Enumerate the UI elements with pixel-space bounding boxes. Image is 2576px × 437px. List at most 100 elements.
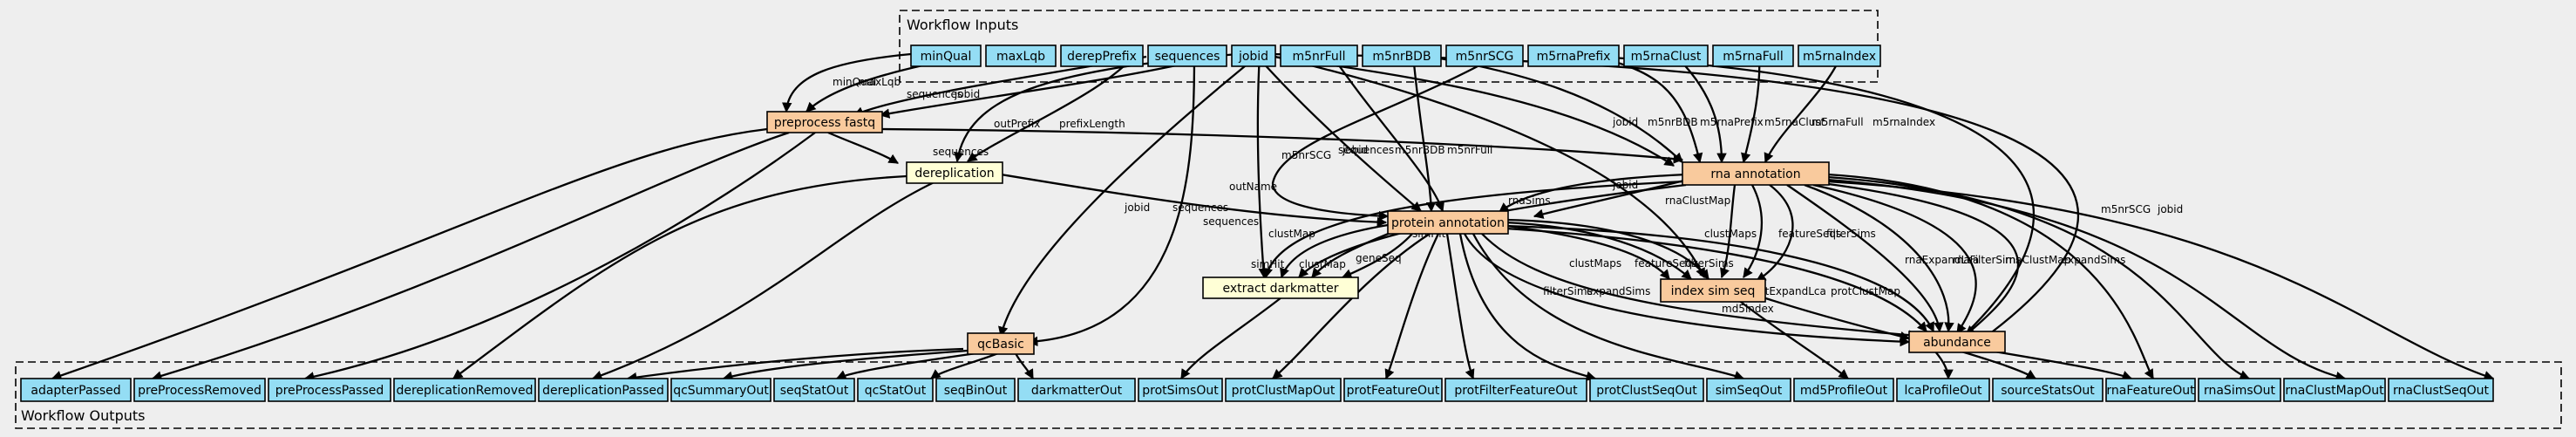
output-node-protclustseqout[interactable]: protClustSeqOut: [1589, 378, 1704, 402]
step-node-box: [1682, 161, 1830, 186]
step-node-index-sim-seq[interactable]: index sim seq: [1660, 278, 1766, 303]
step-node-extract-darkmatter[interactable]: extract darkmatter: [1202, 277, 1359, 299]
output-node-box: [2198, 378, 2281, 402]
edge-qc-qcstat: [930, 352, 999, 379]
output-node-adapterpassed[interactable]: adapterPassed: [20, 378, 132, 402]
output-node-label: preProcessPassed: [275, 384, 384, 398]
output-node-rnaclustmapout[interactable]: rnaClustMapOut: [2283, 378, 2386, 402]
edge-rna-index-filt: [1756, 184, 1794, 282]
step-node-protein-annotation[interactable]: protein annotation: [1387, 210, 1509, 235]
output-node-label: protFilterFeatureOut: [1454, 384, 1578, 398]
edge-sequences-qc: [1027, 56, 1196, 347]
output-node-simseqout[interactable]: simSeqOut: [1706, 378, 1791, 402]
edge-abund-source: [1978, 347, 2133, 380]
output-node-label: seqStatOut: [780, 384, 849, 398]
output-node-label: md5ProfileOut: [1800, 384, 1888, 398]
input-node-box: [910, 44, 982, 67]
edge-jobid-prot: [1254, 53, 1422, 212]
output-node-preprocessremoved[interactable]: preProcessRemoved: [133, 378, 266, 402]
output-node-label: rnaClustSeqOut: [2393, 384, 2490, 398]
edge-label-jobid: jobid: [1124, 201, 1150, 214]
edge-prot-clustseqout: [1472, 233, 1745, 381]
output-node-protfilterfeatureout[interactable]: protFilterFeatureOut: [1444, 378, 1587, 402]
edge-rna-prot-sims: [1499, 173, 1688, 213]
output-node-preprocesspassed[interactable]: preProcessPassed: [268, 378, 391, 402]
output-node-seqbinout[interactable]: seqBinOut: [935, 378, 1016, 402]
edge-label-expandsims: expandSims: [1587, 285, 1650, 297]
input-node-box: [1623, 44, 1709, 67]
step-node-box: [906, 161, 1003, 184]
step-node-label: extract darkmatter: [1222, 282, 1338, 296]
step-node-box: [1660, 278, 1766, 303]
edge-label-sequences: sequences: [907, 88, 962, 100]
output-node-protsimsout[interactable]: protSimsOut: [1138, 378, 1223, 402]
edge-abund-md5: [1934, 351, 1954, 380]
output-node-label: protSimsOut: [1142, 384, 1219, 398]
step-node-box: [1908, 331, 2006, 353]
input-node-label: jobid: [1238, 50, 1268, 64]
output-node-seqstatout[interactable]: seqStatOut: [773, 378, 855, 402]
output-node-sourcestatsout[interactable]: sourceStatsOut: [1992, 378, 2104, 402]
input-node-m5rnaclust[interactable]: m5rnaClust: [1623, 44, 1709, 67]
input-node-m5rnaprefix[interactable]: m5rnaPrefix: [1527, 44, 1620, 67]
output-node-rnaclustseqout[interactable]: rnaClustSeqOut: [2388, 378, 2494, 402]
input-node-label: m5rnaPrefix: [1537, 50, 1611, 64]
edge-qc-summary: [722, 349, 969, 381]
input-node-box: [1060, 44, 1144, 67]
input-node-box: [1445, 44, 1524, 67]
edge-label-m5rnaclust: m5rnaClust: [1764, 116, 1825, 128]
edge-m5nrfull-prot: [1330, 53, 1444, 213]
output-node-dereplicationpassed[interactable]: dereplicationPassed: [538, 378, 669, 402]
step-node-rna-annotation[interactable]: rna annotation: [1682, 161, 1830, 186]
output-node-dereplicationremoved[interactable]: dereplicationRemoved: [393, 378, 536, 402]
input-node-box: [1798, 44, 1881, 67]
input-node-derepprefix[interactable]: derepPrefix: [1060, 44, 1144, 67]
output-node-qcsummaryout[interactable]: qcSummaryOut: [670, 378, 771, 402]
output-node-qcstatout[interactable]: qcStatOut: [857, 378, 934, 402]
input-node-label: m5rnaIndex: [1803, 50, 1876, 64]
input-node-jobid[interactable]: jobid: [1231, 44, 1276, 67]
step-node-label: dereplication: [914, 167, 994, 181]
input-node-minqual[interactable]: minQual: [910, 44, 982, 67]
input-node-box: [1712, 44, 1794, 67]
step-node-preprocess-fastq[interactable]: preprocess fastq: [766, 111, 883, 133]
output-node-box: [935, 378, 1016, 402]
edge-prot-dark-hit: [1280, 223, 1389, 279]
output-node-label: rnaFeatureOut: [2106, 384, 2195, 398]
edge-minqual: [781, 52, 912, 113]
input-node-m5nrfull[interactable]: m5nrFull: [1280, 44, 1358, 67]
output-node-protfeatureout[interactable]: protFeatureOut: [1343, 378, 1443, 402]
input-node-box: [985, 44, 1057, 67]
step-node-qcbasic[interactable]: qcBasic: [967, 332, 1035, 355]
edge-rna-clustmapout: [1826, 178, 2347, 382]
output-node-darkmatterout[interactable]: darkmatterOut: [1017, 378, 1136, 402]
input-node-m5rnafull[interactable]: m5rnaFull: [1712, 44, 1794, 67]
edge-prot-abund-lca: [1505, 227, 1927, 332]
edge-prot-featureout: [1445, 233, 1475, 380]
output-node-rnasimsout[interactable]: rnaSimsOut: [2198, 378, 2281, 402]
output-node-protclustmapout[interactable]: protClustMapOut: [1225, 378, 1342, 402]
input-node-m5nrbdb[interactable]: m5nrBDB: [1362, 44, 1442, 67]
edge-derep-passed: [591, 177, 942, 380]
input-node-box: [1527, 44, 1620, 67]
input-node-sequences[interactable]: sequences: [1147, 44, 1227, 67]
input-node-m5rnaindex[interactable]: m5rnaIndex: [1798, 44, 1881, 67]
input-node-maxlqb[interactable]: maxLqb: [985, 44, 1057, 67]
output-node-md5profileout[interactable]: md5ProfileOut: [1793, 378, 1894, 402]
output-node-label: adapterPassed: [31, 384, 120, 398]
output-node-lcaprofileout[interactable]: lcaProfileOut: [1896, 378, 1990, 402]
output-node-rnafeatureout[interactable]: rnaFeatureOut: [2105, 378, 2196, 402]
input-node-m5nrscg[interactable]: m5nrSCG: [1445, 44, 1524, 67]
input-node-box: [1147, 44, 1227, 67]
input-node-label: m5rnaFull: [1723, 50, 1783, 64]
edge-label-m5nrscg: m5nrSCG: [2101, 203, 2151, 215]
edge-pre-derep: [827, 131, 899, 164]
input-node-label: m5nrFull: [1292, 50, 1345, 64]
edge-label-m5nrfull: m5nrFull: [1447, 144, 1492, 156]
edge-prot-clustmapout: [1384, 233, 1440, 380]
step-node-dereplication[interactable]: dereplication: [906, 161, 1003, 184]
edge-label-m5nrbdb: m5nrBDB: [1395, 144, 1445, 156]
step-node-abundance[interactable]: abundance: [1908, 331, 2006, 353]
input-node-label: derepPrefix: [1067, 50, 1137, 64]
